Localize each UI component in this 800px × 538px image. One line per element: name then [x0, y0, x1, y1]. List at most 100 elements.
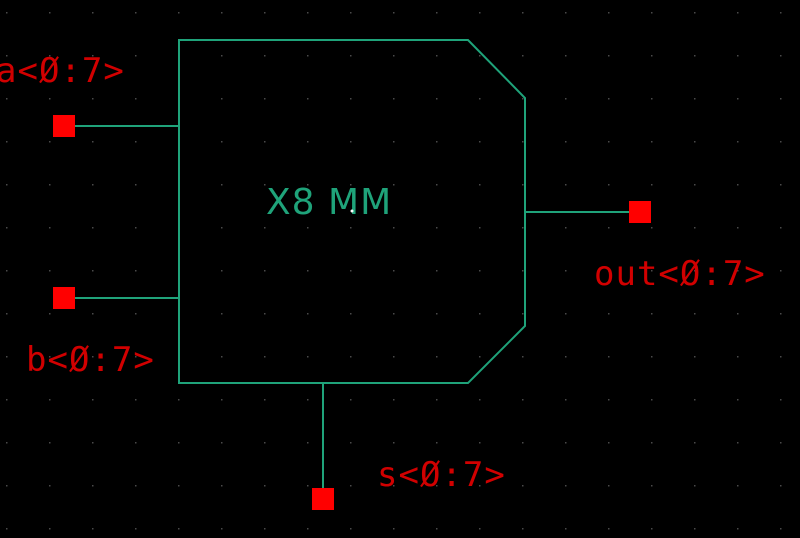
grid-dot [264, 184, 266, 186]
grid-dot [522, 528, 524, 530]
grid-dot [6, 356, 8, 358]
grid-dot [737, 12, 739, 14]
grid-dot [307, 141, 309, 143]
grid-dot [780, 141, 782, 143]
grid-dot [49, 399, 51, 401]
grid-dot [178, 528, 180, 530]
grid-dot [436, 313, 438, 315]
grid-dot [436, 356, 438, 358]
grid-dot [565, 528, 567, 530]
grid-dot [393, 141, 395, 143]
grid-dot [436, 141, 438, 143]
grid-dot [436, 184, 438, 186]
grid-dot [780, 55, 782, 57]
grid-dot [307, 528, 309, 530]
grid-dot [264, 313, 266, 315]
grid-dot [264, 270, 266, 272]
grid-dot [651, 485, 653, 487]
grid-dot [350, 313, 352, 315]
grid-dot [92, 55, 94, 57]
grid-dot [264, 356, 266, 358]
grid-dot [651, 98, 653, 100]
grid-dot [221, 528, 223, 530]
grid-dot [307, 442, 309, 444]
grid-dot [780, 313, 782, 315]
grid-dot [479, 184, 481, 186]
grid-dot [49, 485, 51, 487]
grid-dot [780, 442, 782, 444]
grid-dot [350, 442, 352, 444]
grid-dot [651, 356, 653, 358]
grid-dot [479, 313, 481, 315]
grid-dot [221, 55, 223, 57]
grid-dot [565, 356, 567, 358]
grid-dot [608, 12, 610, 14]
grid-dot [737, 270, 739, 272]
grid-dot [479, 55, 481, 57]
grid-dot [92, 356, 94, 358]
grid-dot [221, 227, 223, 229]
pin-a-marker[interactable] [53, 115, 75, 137]
pin-b-marker[interactable] [53, 287, 75, 309]
grid-dot [694, 227, 696, 229]
grid-dot [565, 12, 567, 14]
grid-dot [479, 98, 481, 100]
grid-dot [479, 227, 481, 229]
grid-dot [350, 141, 352, 143]
grid-dot [135, 184, 137, 186]
grid-dot [49, 98, 51, 100]
grid-dot [264, 227, 266, 229]
grid-dot [436, 528, 438, 530]
grid-dot [522, 270, 524, 272]
grid-dot [6, 227, 8, 229]
grid-dot [436, 227, 438, 229]
grid-dot [6, 141, 8, 143]
symbol-body[interactable] [178, 39, 526, 384]
pin-s-marker[interactable] [312, 488, 334, 510]
grid-dot [651, 442, 653, 444]
grid-dot [565, 399, 567, 401]
grid-dot [608, 55, 610, 57]
grid-dot [436, 399, 438, 401]
grid-dot [651, 12, 653, 14]
grid-dot [608, 399, 610, 401]
grid-dot [350, 485, 352, 487]
grid-dot [92, 485, 94, 487]
grid-dot [350, 528, 352, 530]
grid-dot [651, 399, 653, 401]
grid-dot [221, 356, 223, 358]
grid-dot [522, 442, 524, 444]
grid-dot [49, 55, 51, 57]
grid-dot [49, 528, 51, 530]
grid-dot [479, 442, 481, 444]
grid-dot [393, 55, 395, 57]
grid-dot [436, 442, 438, 444]
grid-dot [135, 270, 137, 272]
grid-dot [737, 227, 739, 229]
grid-dot [393, 356, 395, 358]
grid-dot [436, 98, 438, 100]
grid-dot [135, 399, 137, 401]
grid-dot [393, 313, 395, 315]
symbol-label: X8 MM [266, 182, 392, 223]
pin-a-label: a<Ø:7> [0, 51, 125, 91]
grid-dot [393, 399, 395, 401]
grid-dot [6, 184, 8, 186]
grid-dot [694, 55, 696, 57]
grid-dot [92, 528, 94, 530]
pin-out-marker[interactable] [629, 201, 651, 223]
grid-dot [221, 98, 223, 100]
grid-dot [350, 55, 352, 57]
grid-dot [221, 399, 223, 401]
grid-dot [178, 485, 180, 487]
grid-dot [479, 399, 481, 401]
grid-dot [178, 442, 180, 444]
grid-dot [565, 227, 567, 229]
grid-dot [479, 485, 481, 487]
grid-dot [780, 270, 782, 272]
grid-dot [522, 227, 524, 229]
grid-dot [350, 270, 352, 272]
grid-dot [49, 184, 51, 186]
grid-dot [651, 528, 653, 530]
grid-dot [780, 485, 782, 487]
